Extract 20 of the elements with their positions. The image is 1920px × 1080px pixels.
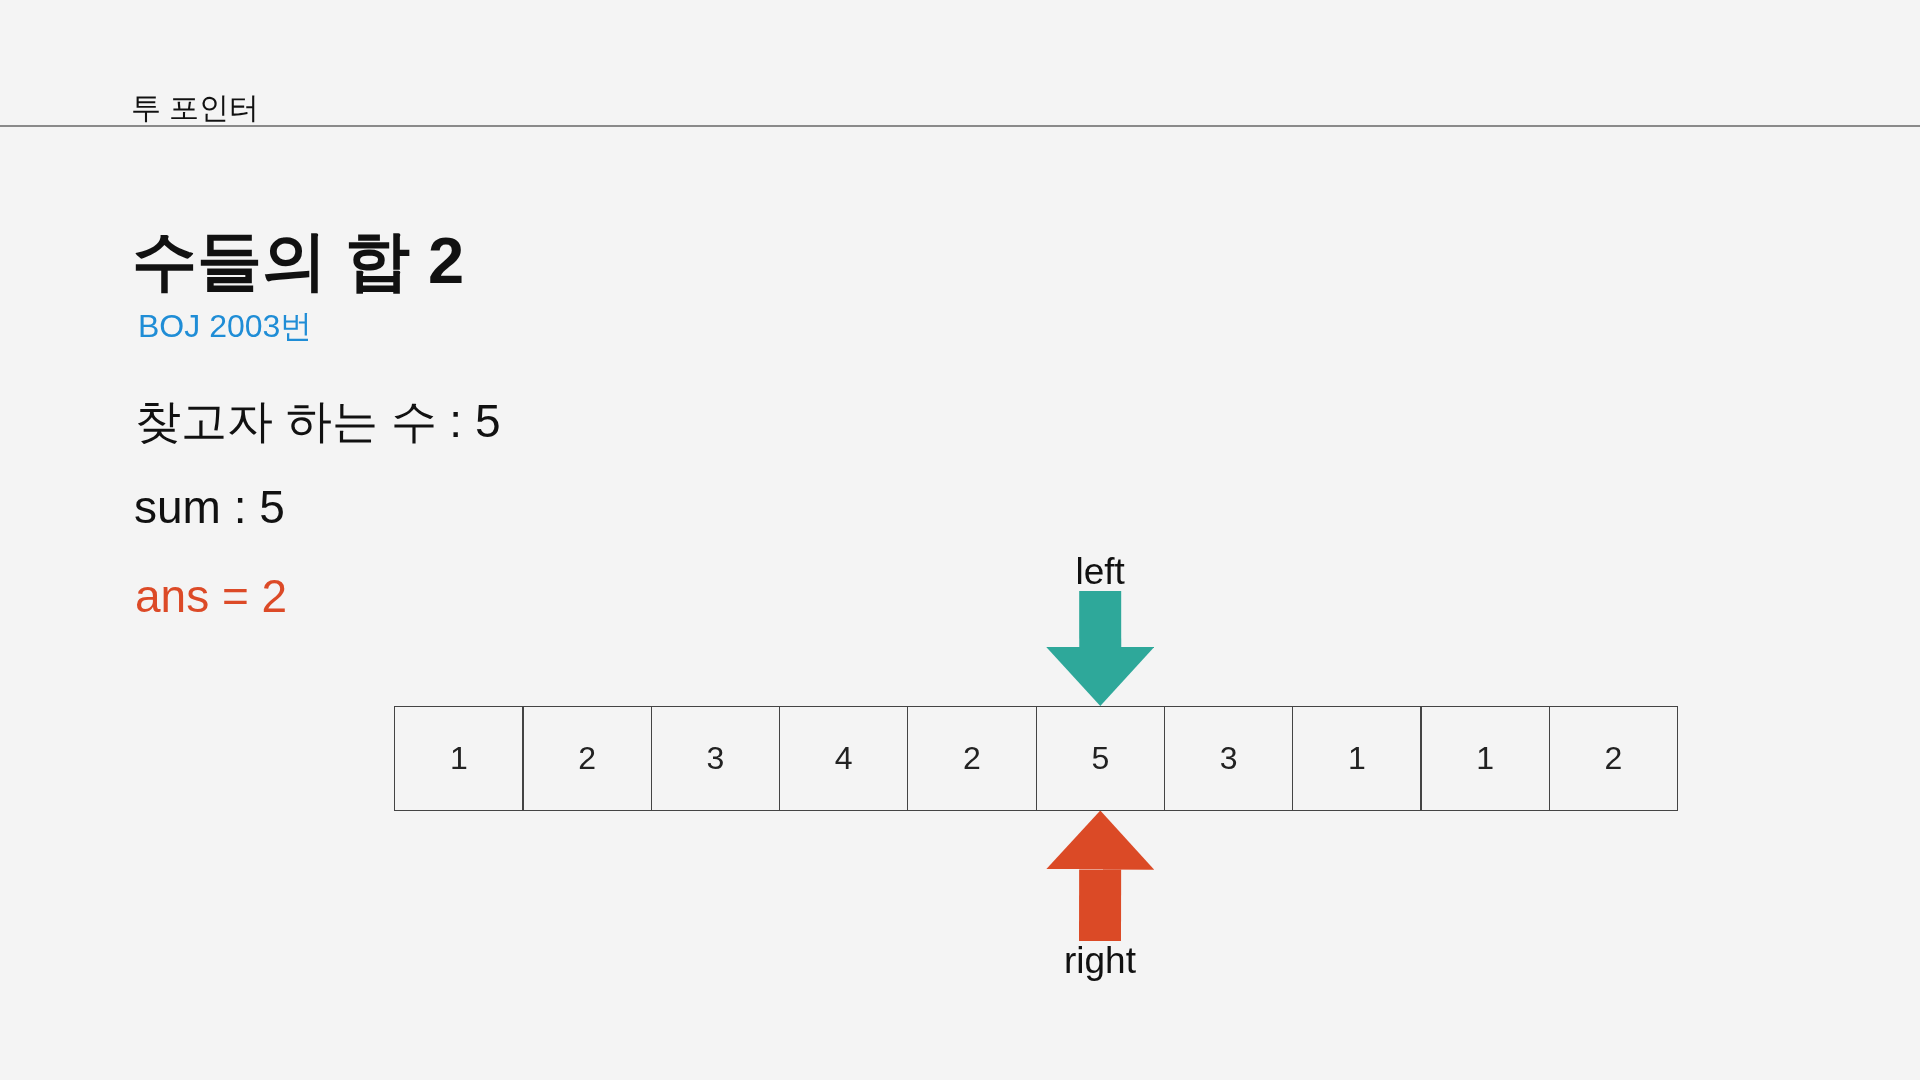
array-cell: 1 xyxy=(1292,706,1422,811)
slide-title: 수들의 합 2 xyxy=(132,228,465,293)
array-cell: 3 xyxy=(650,706,781,811)
array-cell: 2 xyxy=(522,706,652,811)
info-text: 찾고자 하는 수 : 5 xyxy=(135,398,501,444)
arrow xyxy=(1046,591,1155,706)
arrow xyxy=(1046,810,1155,942)
array-cell: 2 xyxy=(907,706,1037,811)
array-cell: 1 xyxy=(394,706,524,811)
array-cell: 4 xyxy=(778,706,909,811)
array-cell: 1 xyxy=(1420,706,1550,811)
info-text: sum : 5 xyxy=(134,484,285,530)
section-heading: 투 포인터 xyxy=(131,93,260,123)
answer-text: ans = 2 xyxy=(135,573,288,619)
subtitle-text: BOJ 2003번 xyxy=(138,310,313,342)
pointer-label: left xyxy=(1075,553,1125,590)
array-cell: 3 xyxy=(1163,706,1294,811)
pointer-label: right xyxy=(1064,942,1136,979)
array-cell: 2 xyxy=(1548,706,1679,811)
array-cell: 5 xyxy=(1035,706,1166,811)
